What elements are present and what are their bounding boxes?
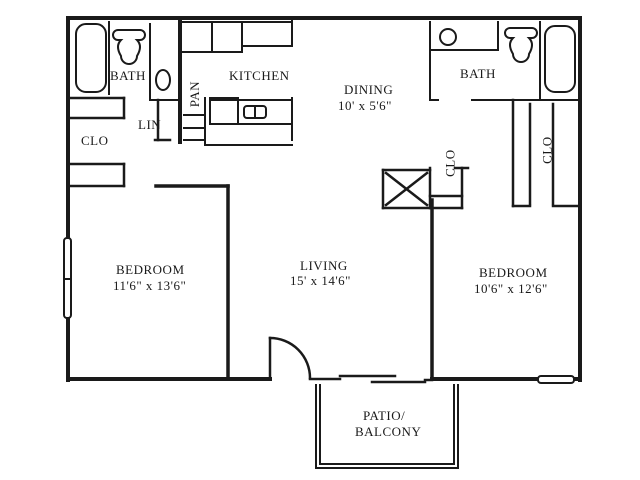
patio-railing (315, 384, 459, 469)
room-label-linen: LIN (138, 117, 162, 132)
room-label-bath-left: BATH (110, 68, 146, 83)
room-label-bedroom-right: BEDROOM (479, 265, 548, 280)
entry-door (268, 336, 312, 381)
room-label-closet-left: CLO (81, 133, 109, 148)
center-closet (381, 166, 470, 210)
room-dims-living: 15' x 14'6" (290, 273, 351, 288)
room-label-bedroom-left: BEDROOM (116, 262, 185, 277)
room-label-closet-center: CLO (442, 149, 458, 177)
left-bath-fixtures (75, 21, 181, 101)
room-label-pantry: PAN (187, 80, 203, 108)
room-label-balcony: BALCONY (355, 424, 422, 439)
interior-walls (154, 184, 434, 381)
room-label-dining: DINING (344, 82, 394, 97)
exterior-walls (66, 16, 582, 382)
window-right (537, 375, 575, 384)
room-label-bath-right: BATH (460, 66, 496, 81)
left-closet-walls (66, 96, 126, 188)
room-dims-bedroom-left: 11'6" x 13'6" (113, 278, 187, 293)
room-dims-dining: 10' x 5'6" (338, 98, 392, 113)
room-label-patio: PATIO/ (363, 408, 406, 423)
room-dims-bedroom-right: 10'6" x 12'6" (474, 281, 548, 296)
right-bath-fixtures (429, 21, 581, 101)
sliding-door (308, 374, 434, 384)
linen-walls (153, 98, 172, 142)
room-label-living: LIVING (300, 258, 348, 273)
room-label-kitchen: KITCHEN (229, 68, 290, 83)
kitchen-counters (179, 19, 293, 146)
right-closet-walls (511, 98, 582, 208)
room-label-closet-right: CLO (539, 136, 555, 164)
